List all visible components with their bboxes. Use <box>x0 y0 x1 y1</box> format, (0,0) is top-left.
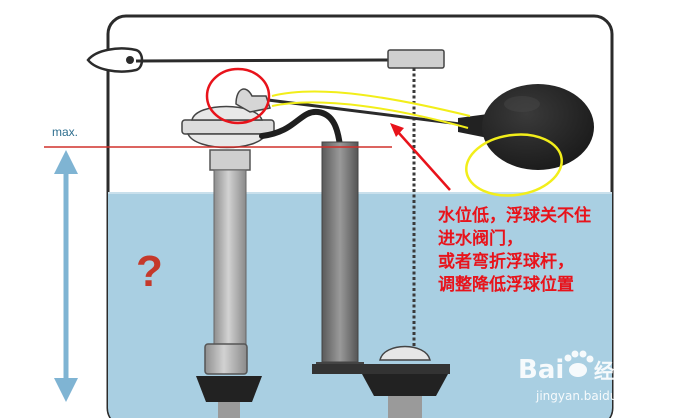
max-label: max. <box>52 125 78 139</box>
highlight-float-ball <box>465 133 563 197</box>
watermark-brand-latin: Bai <box>518 355 564 385</box>
paw-icon <box>564 350 594 377</box>
annotation-line-1: 水位低，浮球关不住 <box>438 205 591 226</box>
watermark-brand-cn: 经验 <box>594 359 634 383</box>
fill-valve <box>181 88 461 418</box>
annotation-line-4: 调整降低浮球位置 <box>438 274 574 295</box>
refill-tube <box>259 108 343 149</box>
annotation-line-2: 进水阀门， <box>438 228 523 249</box>
watermark-url: jingyan.baidu.com <box>535 389 647 403</box>
float-ball <box>458 84 594 170</box>
question-mark: ? <box>136 247 163 296</box>
water-area <box>108 193 612 418</box>
annotation-text: 水位低，浮球关不住 进水阀门， 或者弯折浮球杆， 调整降低浮球位置 <box>438 205 591 295</box>
flapper-valve <box>312 345 450 418</box>
overflow-pipe <box>316 141 364 374</box>
baidu-watermark: Bai 经验 jingyan.baidu.com <box>518 350 647 403</box>
highlight-valve-circle <box>205 67 271 125</box>
flush-handle <box>86 47 445 73</box>
water-level-arrow <box>54 150 78 402</box>
annotation-line-3: 或者弯折浮球杆， <box>438 251 574 272</box>
annotation-arrow <box>390 123 451 191</box>
highlight-float-arm <box>271 90 471 117</box>
